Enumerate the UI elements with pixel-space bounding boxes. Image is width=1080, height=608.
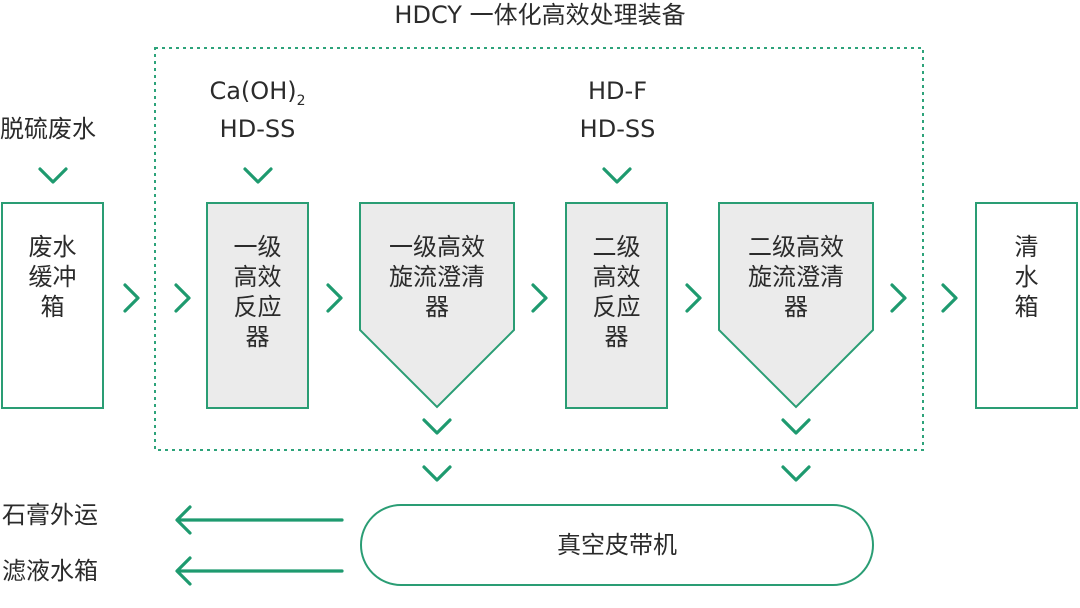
reagent-1-subscript: 2: [296, 92, 306, 109]
gypsum-arrow-head-icon: [175, 505, 192, 535]
down-chevron-icon: [422, 418, 452, 435]
reagent-2-line2: HD-SS: [579, 115, 656, 143]
reagent-1-line2: HD-SS: [219, 115, 296, 143]
reactor-2-box: [565, 202, 668, 409]
buffer-tank-line: 箱: [40, 293, 65, 321]
down-chevron-icon: [422, 465, 452, 482]
down-chevron-icon: [38, 167, 68, 184]
flow-chevron-icon: [890, 283, 907, 313]
down-chevron-icon: [781, 465, 811, 482]
clarifier-2-shape: [718, 202, 874, 409]
clarifier-1-line: 器: [425, 293, 449, 321]
reagent-1-base: Ca(OH): [209, 77, 297, 105]
reactor-2-line: 器: [604, 323, 629, 351]
down-chevron-icon: [781, 418, 811, 435]
down-chevron-icon: [602, 167, 632, 184]
buffer-tank-box: [1, 202, 104, 409]
reactor-1-box: [206, 202, 309, 409]
buffer-tank-line: 缓冲: [28, 263, 77, 291]
clarifier-1-line: 一级高效: [389, 233, 485, 261]
reagent-1-line1: Ca(OH)2: [200, 76, 315, 116]
belt-filter-shape: [360, 504, 874, 586]
reactor-1-line: 高效: [233, 263, 282, 291]
buffer-tank-line: 废水: [28, 233, 77, 261]
clarifier-1-label: 一级高效 旋流澄清 器: [360, 232, 514, 322]
reactor-2-line: 高效: [592, 263, 641, 291]
input-label: 脱硫废水: [0, 115, 96, 143]
filtrate-arrow-head-icon: [175, 556, 192, 586]
reactor-2-label: 二级 高效 反应 器: [566, 232, 667, 352]
flow-chevron-icon: [174, 283, 191, 313]
reactor-1-line: 器: [245, 323, 270, 351]
clean-tank-line: 箱: [1014, 293, 1039, 321]
flow-chevron-icon: [326, 283, 343, 313]
reactor-1-line: 反应: [233, 293, 282, 321]
flow-chevron-icon: [941, 283, 958, 313]
reactor-1-label: 一级 高效 反应 器: [207, 232, 308, 352]
diagram-title: HDCY 一体化高效处理装备: [394, 1, 686, 29]
gypsum-output-label: 石膏外运: [2, 501, 98, 529]
flow-chevron-icon: [531, 283, 548, 313]
clarifier-2-line: 二级高效: [748, 233, 844, 261]
flow-chevron-icon: [123, 283, 140, 313]
integrated-unit-boundary: [154, 47, 924, 451]
clean-tank-box: [975, 202, 1078, 409]
down-chevron-icon: [243, 167, 273, 184]
filtrate-output-label: 滤液水箱: [2, 557, 98, 585]
reactor-2-line: 二级: [592, 233, 641, 261]
buffer-tank-label: 废水 缓冲 箱: [2, 232, 103, 322]
clarifier-2-line: 器: [784, 293, 808, 321]
belt-filter-label: 真空皮带机: [557, 531, 677, 559]
clarifier-1-shape: [359, 202, 515, 409]
reactor-1-line: 一级: [233, 233, 282, 261]
clarifier-2-label: 二级高效 旋流澄清 器: [719, 232, 873, 322]
reagent-2-line1: HD-F: [588, 77, 647, 105]
flow-chevron-icon: [685, 283, 702, 313]
clean-tank-label: 清 水 箱: [976, 232, 1077, 322]
reactor-2-line: 反应: [592, 293, 641, 321]
clean-tank-line: 清: [1014, 233, 1039, 261]
clarifier-2-line: 旋流澄清: [748, 263, 844, 291]
clarifier-1-line: 旋流澄清: [389, 263, 485, 291]
clean-tank-line: 水: [1014, 263, 1039, 291]
